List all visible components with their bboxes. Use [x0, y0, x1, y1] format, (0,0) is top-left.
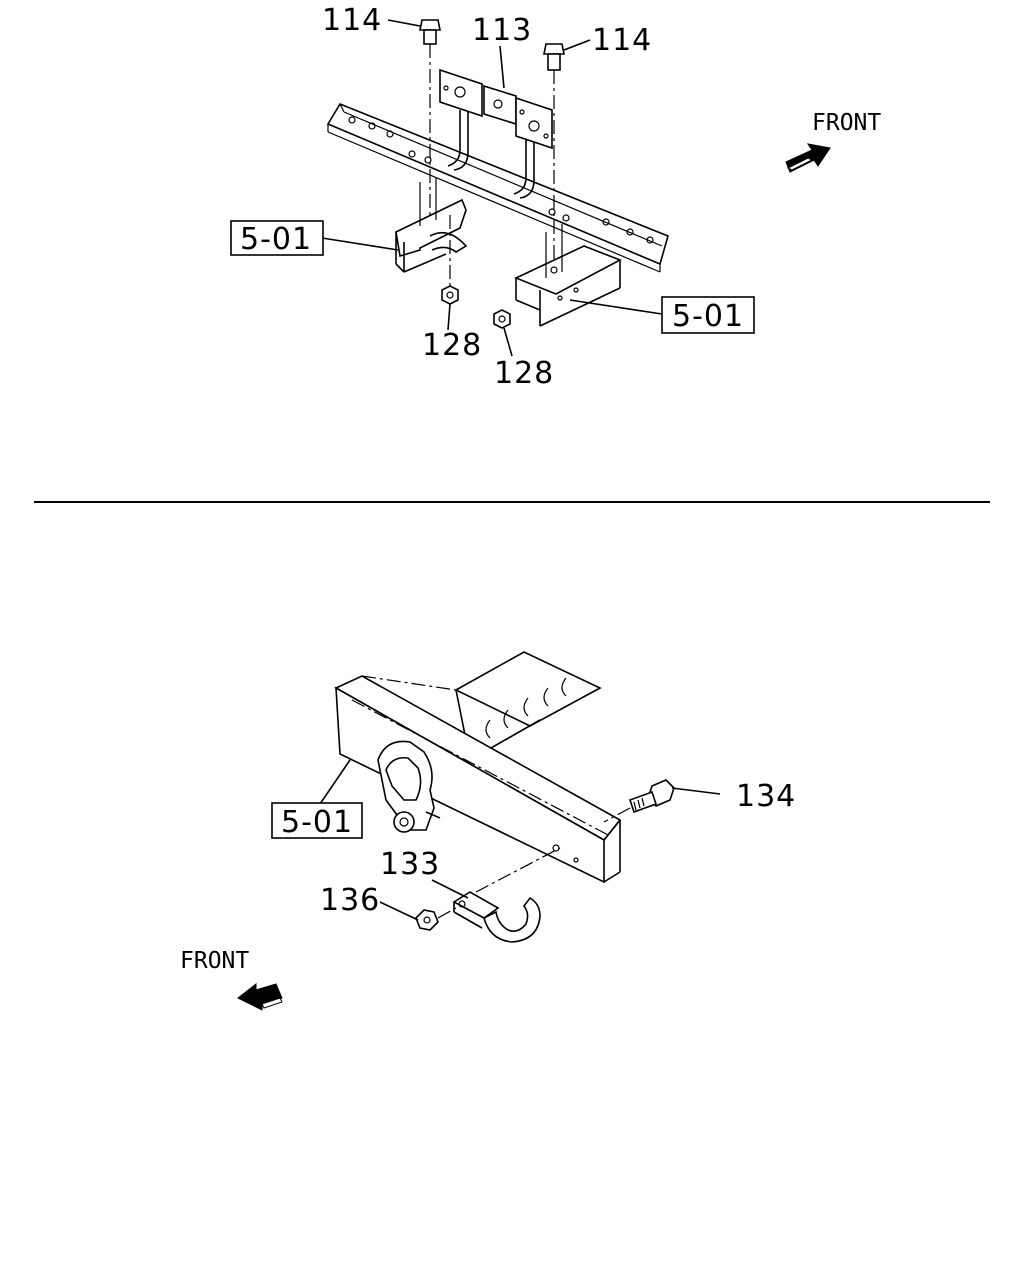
front-label-top: FRONT	[812, 110, 881, 136]
front-arrow-icon	[237, 982, 283, 1011]
bottom-assembly-drawing	[237, 651, 721, 1011]
front-label-bottom: FRONT	[180, 948, 249, 974]
leader-5-01-bottom	[319, 759, 351, 805]
frame-ref-left: 5-01	[240, 222, 312, 257]
callout-128-left: 128	[422, 328, 482, 363]
bolt-114-left	[419, 19, 441, 215]
callout-136: 136	[320, 883, 380, 918]
frame-rail-right	[513, 224, 622, 327]
cross-member	[326, 103, 669, 273]
frame-ref-bottom: 5-01	[281, 805, 353, 840]
leader-133	[431, 879, 469, 899]
callout-128-right: 128	[494, 356, 554, 391]
bracket-113	[439, 68, 553, 199]
bolt-134	[603, 779, 675, 823]
callout-114-left: 114	[322, 3, 382, 38]
top-assembly-drawing	[321, 19, 831, 357]
tow-eye-bracket	[377, 740, 441, 833]
leader-5-01-left	[321, 237, 399, 251]
nut-128-left	[441, 215, 459, 305]
leader-114-left	[387, 19, 421, 27]
leader-113	[499, 45, 505, 89]
callout-114-right: 114	[592, 23, 652, 58]
leader-134	[671, 787, 721, 795]
frame-ref-right: 5-01	[672, 299, 744, 334]
leader-114-right	[563, 39, 591, 51]
callout-133: 133	[380, 847, 440, 882]
callout-134: 134	[736, 779, 796, 814]
frame-ref-box-bottom	[271, 802, 363, 839]
nut-136	[415, 907, 457, 931]
front-arrow-icon	[785, 143, 831, 173]
frame-rail-left	[395, 178, 468, 273]
leader-136	[379, 901, 419, 921]
nut-128-right	[493, 309, 511, 329]
leader-5-01-right	[569, 299, 663, 315]
tow-hook-133	[452, 847, 561, 943]
bolt-114-right	[543, 43, 565, 270]
frame-ref-box-right	[661, 296, 755, 334]
leader-128-left	[447, 303, 451, 331]
frame-ref-box-left	[230, 220, 324, 256]
front-cross-member	[334, 675, 622, 884]
callout-113: 113	[472, 13, 532, 48]
leader-128-right	[503, 327, 513, 357]
